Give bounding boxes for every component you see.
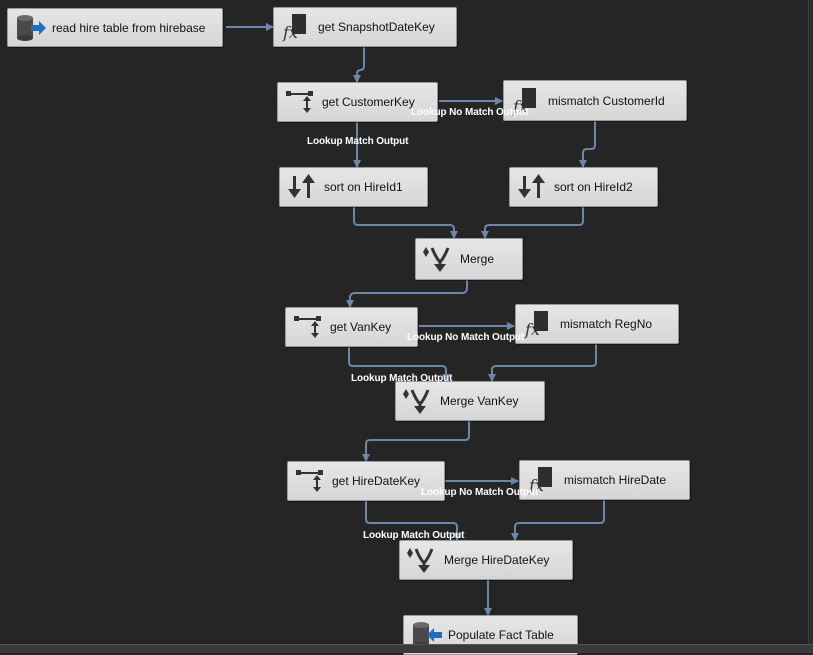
sort-icon (516, 172, 550, 202)
edge-label-no-match: Lookup No Match Output (421, 487, 539, 498)
svg-text:fx: fx (528, 476, 544, 495)
derived-column-task-mismatch-hiredate[interactable]: fx mismatch HireDate (519, 460, 690, 500)
task-label: Populate Fact Table (448, 628, 554, 642)
connector-vankey-to-mergevan[interactable] (348, 347, 450, 382)
merge-task-hiredatekey[interactable]: Merge HireDateKey (399, 540, 573, 580)
task-label: get VanKey (330, 320, 392, 334)
lookup-icon (292, 312, 326, 342)
vertical-scrollbar[interactable] (808, 0, 813, 644)
task-label: sort on HireId1 (324, 180, 403, 194)
derived-column-fx-icon: fx (280, 12, 314, 42)
lookup-icon (294, 466, 328, 496)
lookup-icon (284, 87, 318, 117)
derived-column-fx-icon: fx (526, 465, 560, 495)
task-label: Merge HireDateKey (444, 553, 550, 567)
svg-text:fx: fx (512, 97, 528, 116)
task-label: sort on HireId2 (554, 180, 633, 194)
connector-sort2-to-merge[interactable] (481, 207, 584, 239)
merge-icon (422, 244, 456, 274)
connector-hiredate-to-mergedate[interactable] (365, 501, 461, 541)
derived-column-task-mismatch-customer[interactable]: fx mismatch CustomerId (503, 80, 687, 121)
edge-label-match: Lookup Match Output (363, 530, 465, 541)
connector-merge-to-vankey[interactable] (346, 280, 468, 308)
merge-task-vankey[interactable]: Merge VanKey (395, 381, 545, 421)
sort-task-hireid2[interactable]: sort on HireId2 (509, 167, 658, 207)
task-label: get HireDateKey (332, 474, 421, 488)
sort-task-hireid1[interactable]: sort on HireId1 (279, 167, 428, 207)
task-label: mismatch CustomerId (548, 93, 665, 108)
merge-icon (402, 386, 436, 416)
connector-mismatchdate-to-mergedate[interactable] (511, 500, 605, 541)
sort-icon (286, 172, 320, 202)
merge-task[interactable]: Merge (415, 238, 523, 280)
svg-text:fx: fx (524, 320, 540, 339)
connector-regno-to-mergevan[interactable] (488, 344, 597, 382)
connector-mergevan-to-hiredate[interactable] (362, 421, 470, 462)
source-task-read-hire[interactable]: read hire table from hirebase (7, 8, 223, 47)
task-label: mismatch RegNo (560, 317, 653, 331)
task-label: read hire table from hirebase (52, 20, 206, 35)
merge-icon (406, 545, 440, 575)
task-label: get SnapshotDateKey (318, 20, 435, 34)
derived-column-fx-icon: fx (510, 86, 544, 116)
task-label: get CustomerKey (322, 95, 415, 109)
connector-mismatch-to-sort2[interactable] (579, 121, 596, 168)
horizontal-scrollbar[interactable] (0, 644, 813, 653)
task-label: Merge VanKey (440, 394, 519, 408)
database-source-icon (14, 13, 48, 43)
derived-column-fx-icon: fx (522, 309, 556, 339)
edge-label-no-match: Lookup No Match Output (411, 107, 529, 118)
edge-label-match: Lookup Match Output (351, 373, 453, 384)
svg-text:fx: fx (282, 23, 298, 42)
connector-snapshot-to-customer[interactable] (353, 47, 365, 83)
lookup-task-van[interactable]: get VanKey (285, 307, 418, 347)
task-label: Merge (460, 252, 495, 266)
lookup-task-hiredate[interactable]: get HireDateKey (287, 461, 445, 501)
edge-label-no-match: Lookup No Match Output (407, 332, 525, 343)
derived-column-task-mismatch-regno[interactable]: fx mismatch RegNo (515, 304, 679, 344)
task-label: mismatch HireDate (564, 473, 667, 487)
lookup-task-customer[interactable]: get CustomerKey (277, 82, 438, 122)
edge-label-match: Lookup Match Output (307, 136, 409, 147)
connector-sort1-to-merge[interactable] (353, 207, 458, 239)
derived-column-task-snapshot[interactable]: fx get SnapshotDateKey (273, 7, 457, 47)
